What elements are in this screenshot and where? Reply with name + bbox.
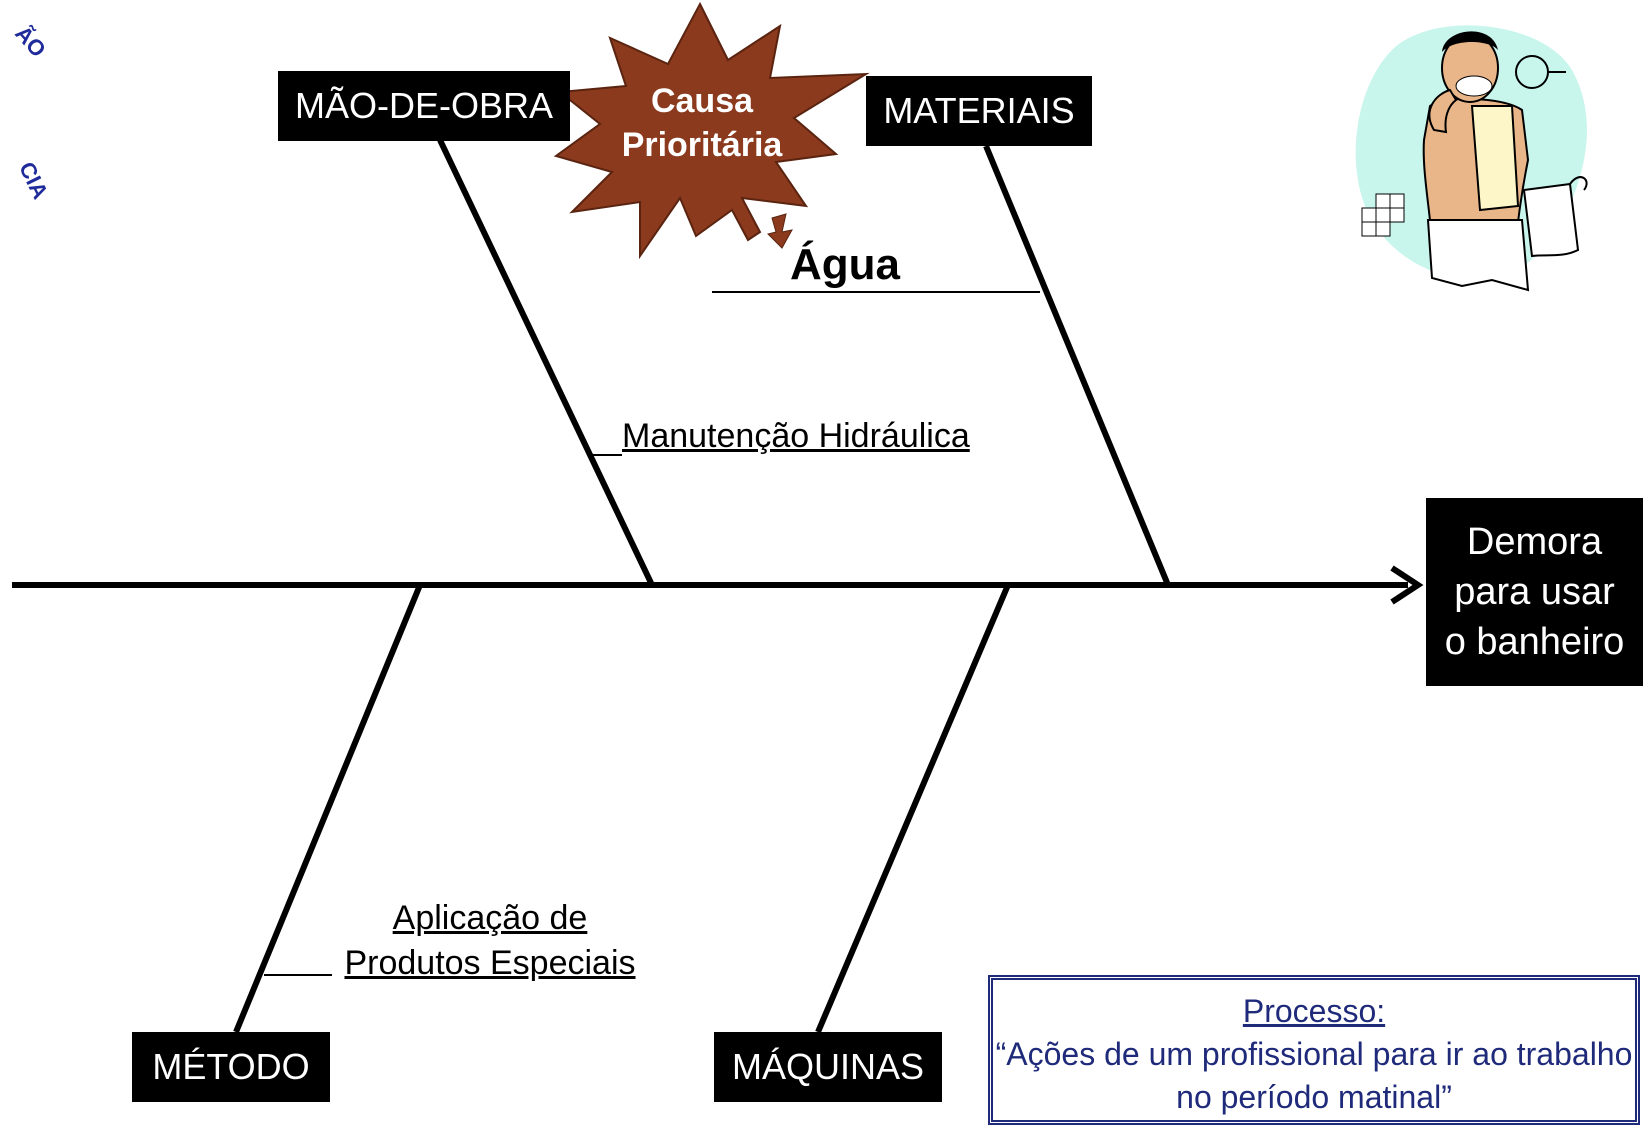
category-metodo: MÉTODO: [132, 1032, 330, 1102]
process-description: “Ações de um profissional para ir ao tra…: [995, 1036, 1633, 1116]
bone-mao-de-obra: [437, 138, 655, 587]
cause-aplicacao-line-1: Aplicação de: [392, 899, 588, 937]
effect-line-1: Demora: [1466, 520, 1603, 563]
process-box: Processo: “Ações de um profissional para…: [988, 975, 1640, 1125]
effect-line-2: para usar: [1454, 570, 1615, 613]
cause-agua: Água: [790, 240, 900, 289]
category-mao-de-obra: MÃO-DE-OBRA: [278, 71, 570, 141]
man-shaving-icon: [1355, 25, 1588, 292]
priority-cause-line-2: Prioritária: [621, 125, 783, 164]
bone-materiais: [983, 144, 1171, 587]
category-maquinas: MÁQUINAS: [714, 1032, 942, 1102]
priority-cause-line-1: Causa: [650, 82, 754, 120]
bone-metodo: [233, 583, 423, 1034]
effect-box: Demora para usar o banheiro: [1426, 498, 1643, 686]
process-title: Processo:: [1242, 993, 1386, 1029]
priority-cause-label: Causa Prioritária: [612, 80, 792, 167]
cause-aplicacao-produtos: Aplicação de Produtos Especiais: [330, 896, 650, 986]
corner-stamp-logo: ÃO CIA: [10, 21, 53, 203]
cause-manutencao-hidraulica: Manutenção Hidráulica: [622, 417, 970, 455]
svg-text:ÃO: ÃO: [10, 21, 51, 62]
category-materiais: MATERIAIS: [866, 76, 1092, 146]
effect-line-3: o banheiro: [1444, 621, 1625, 664]
bone-maquinas: [815, 583, 1011, 1034]
spine-arrowhead: [1390, 565, 1424, 605]
svg-text:CIA: CIA: [14, 158, 53, 203]
priority-pointer-arrow: [767, 213, 793, 249]
cause-aplicacao-line-2: Produtos Especiais: [344, 943, 636, 982]
